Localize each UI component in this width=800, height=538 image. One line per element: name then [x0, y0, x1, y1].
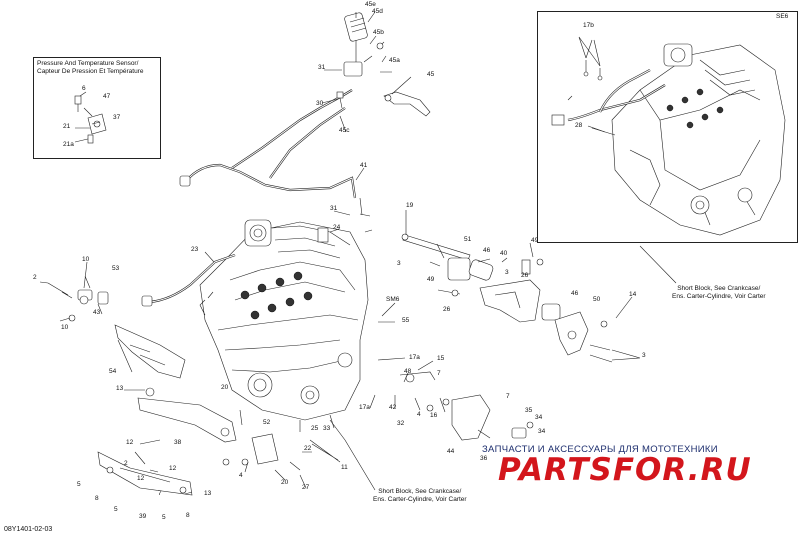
callout: 15 [437, 355, 445, 362]
pressure-sensor-inset [33, 57, 161, 159]
callout: 17a [409, 354, 420, 361]
callout: 53 [112, 265, 120, 272]
callout: 4 [239, 472, 243, 479]
callout: 19 [406, 202, 414, 209]
callout: 32 [397, 420, 405, 427]
callout: 22 [304, 445, 312, 452]
callout: 3 [397, 260, 401, 267]
short-block-caption: Short Block, See Crankcase/ Ens. Carter-… [373, 488, 467, 504]
lower-centre-parts [309, 371, 534, 463]
callout: 42 [389, 404, 397, 411]
callout: 50 [593, 296, 601, 303]
callout: 8 [95, 495, 99, 502]
watermark-brand: PARTSFOR.RU [498, 452, 752, 488]
callout: 14 [629, 291, 637, 298]
callout: 30 [316, 100, 324, 107]
callout: 49 [531, 237, 539, 244]
callout: 40 [500, 250, 508, 257]
callout: 3 [642, 352, 646, 359]
drawing-code: 08Y1401-02-03 [4, 526, 53, 533]
pressure-sensor-title: Pressure And Temperature Sensor/ Capteur… [37, 60, 144, 76]
callout: 37 [113, 114, 121, 121]
callout: 6 [82, 85, 86, 92]
main-engine-drawing [141, 213, 373, 432]
callout: 4 [417, 411, 421, 418]
callout: 8 [186, 512, 190, 519]
callout: SM6 [386, 296, 400, 303]
callout: 21a [63, 141, 74, 148]
callout: 12 [137, 475, 145, 482]
callout: 10 [61, 324, 69, 331]
callout: 45c [339, 127, 350, 134]
callout: 2 [33, 274, 37, 281]
callout: 13 [116, 385, 124, 392]
callout: 13 [204, 490, 212, 497]
callout: 2 [124, 460, 128, 467]
callout: 45e [365, 1, 376, 8]
callout: 12 [169, 465, 177, 472]
callout: 34 [535, 414, 543, 421]
engine-mounts [401, 233, 613, 363]
callout: 31 [318, 64, 326, 71]
callout: 46 [571, 290, 579, 297]
callout: 34 [538, 428, 546, 435]
callout: 7 [158, 490, 162, 497]
watermark-tagline: ЗАПЧАСТИ И АКСЕССУАРЫ ДЛЯ МОТОТЕХНИКИ [482, 444, 718, 455]
se6-engine-inset [537, 11, 798, 243]
callout: 24 [333, 224, 341, 231]
callout: 33 [323, 425, 331, 432]
callout: 20 [281, 479, 289, 486]
callout: 7 [506, 393, 510, 400]
callout: 11 [341, 464, 348, 471]
callout: 5 [162, 514, 166, 521]
callout: 45d [372, 8, 383, 15]
callout: 46 [483, 247, 491, 254]
callout: 45a [389, 57, 400, 64]
se6-caption: Short Block, See Crankcase/ Ens. Carter-… [672, 285, 766, 301]
callout: 52 [263, 419, 271, 426]
callout: 12 [126, 439, 134, 446]
callout: 5 [114, 506, 118, 513]
callout: 28 [575, 122, 583, 129]
se6-tag: SE6 [776, 13, 789, 20]
callout: 21 [63, 123, 71, 130]
callout: 17b [583, 22, 594, 29]
vent-hoses [179, 12, 431, 216]
callout: 54 [109, 368, 117, 375]
callout: 43 [93, 309, 101, 316]
callout: 25 [311, 425, 319, 432]
callout: 20 [221, 384, 229, 391]
callout: 7 [437, 370, 441, 377]
callout: 51 [464, 236, 472, 243]
callout: 31 [330, 205, 338, 212]
callout: 10 [82, 256, 90, 263]
callout: 45 [427, 71, 435, 78]
callout: 39 [139, 513, 147, 520]
callout: 27 [302, 484, 310, 491]
callout: 17a [359, 404, 370, 411]
pressure-sensor-drawing [74, 91, 107, 144]
callout: 44 [447, 448, 455, 455]
inset-engine-drawing [551, 39, 786, 236]
callout: 49 [427, 276, 435, 283]
callout: 16 [430, 412, 438, 419]
callout: 35 [525, 407, 533, 414]
callout: 26 [443, 306, 451, 313]
callout: 41 [360, 162, 368, 169]
callout: 36 [480, 455, 488, 462]
callout: 23 [191, 246, 199, 253]
callout: 26 [521, 272, 529, 279]
callout: 45b [373, 29, 384, 36]
leader-lines [39, 11, 677, 495]
callout: 48 [404, 368, 412, 375]
callout: 3 [505, 269, 509, 276]
callout: 55 [402, 317, 410, 324]
left-brackets [47, 282, 312, 496]
callout: 47 [103, 93, 111, 100]
callout: 38 [174, 439, 182, 446]
callout: 5 [77, 481, 81, 488]
